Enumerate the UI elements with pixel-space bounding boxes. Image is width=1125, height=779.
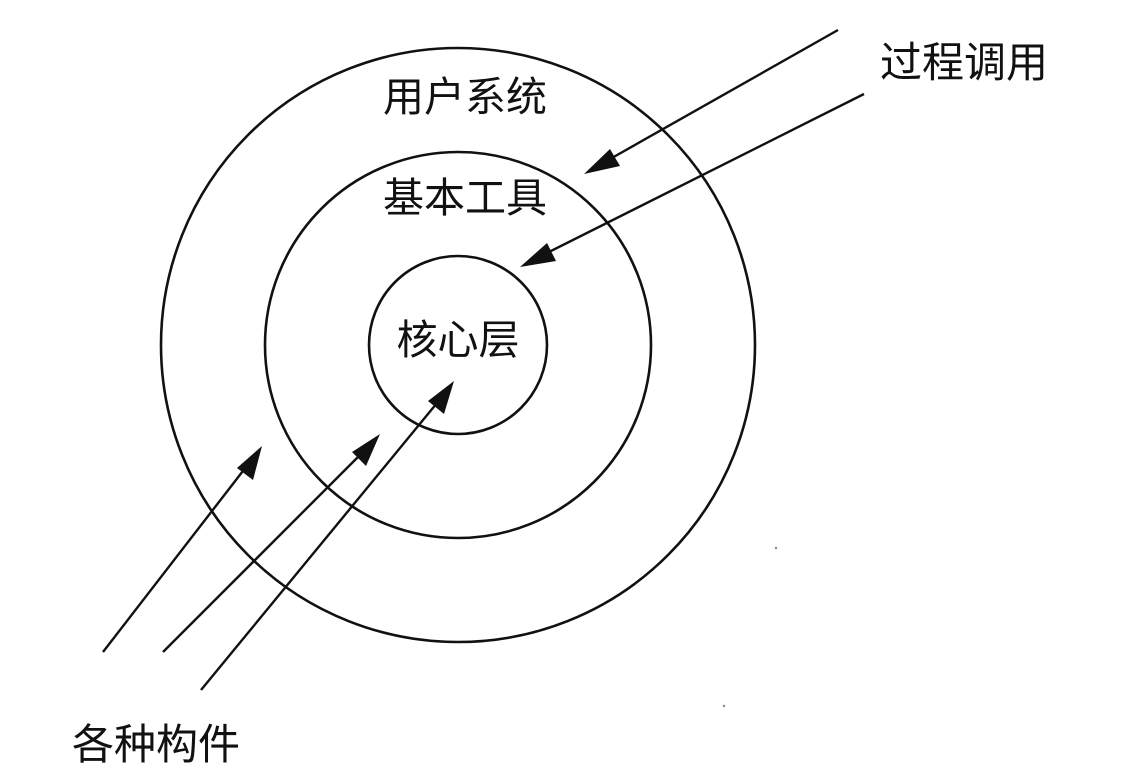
procedure-call-arrow-outer-head [584,149,620,174]
outer-ring-user-system [159,46,757,644]
component-arrow-middle-head [352,434,380,466]
procedure-call-label: 过程调用 [880,38,1048,87]
component-arrow-outer-line [102,466,247,653]
procedure-call-arrow-outer-line [602,28,839,165]
component-arrow-outer-head [237,446,262,480]
middle-ring-label: 基本工具 [383,174,547,222]
component-arrow-inner-head [428,381,454,414]
component-arrow-inner-line [200,402,438,691]
middle-ring-basic-tools [263,150,653,540]
components-label: 各种构件 [72,720,240,769]
scan-speck [722,704,726,708]
outer-ring-label: 用户系统 [383,73,547,121]
procedure-call-arrow-inner-line [540,92,865,258]
procedure-call-arrow-inner-head [520,243,556,267]
inner-ring-core-layer [367,254,549,436]
scan-speck [774,546,778,550]
core-ring-label: 核心层 [397,316,520,364]
component-arrow-middle-line [162,454,361,653]
